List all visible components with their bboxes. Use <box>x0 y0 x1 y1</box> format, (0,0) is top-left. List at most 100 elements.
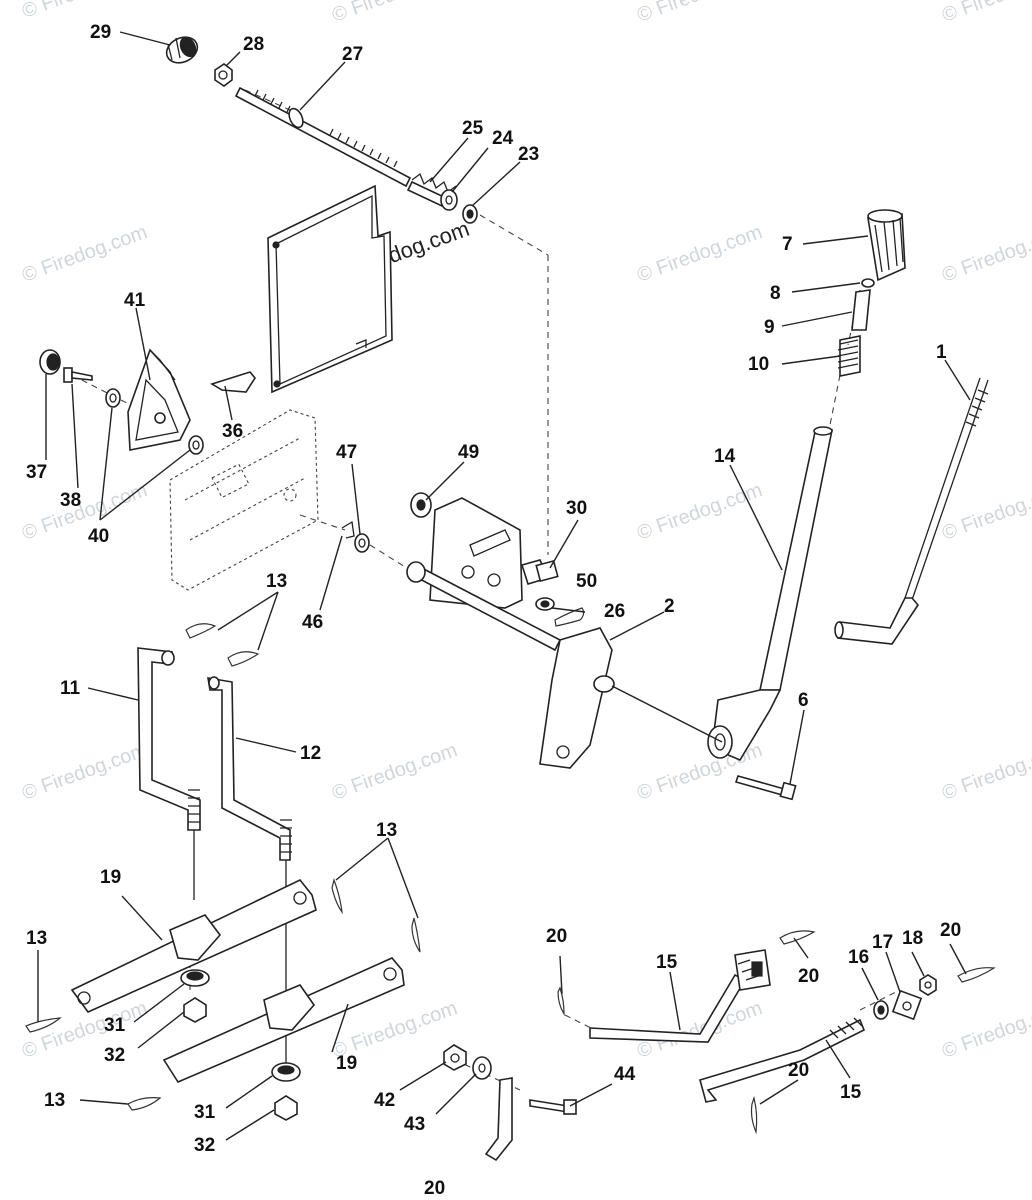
watermark: © Firedog.com <box>19 739 150 805</box>
part-11-rod <box>137 647 201 900</box>
part-13-hairpins <box>25 623 421 1111</box>
part-10-spring <box>837 335 861 377</box>
part-44-bolt <box>529 1099 577 1115</box>
part-38-bolt <box>63 367 93 383</box>
callout-25: 25 <box>462 118 484 139</box>
callout-labels: 29 28 27 25 24 23 7 8 9 10 1 14 41 37 38… <box>26 22 961 1199</box>
callout-13-left: 13 <box>26 928 47 949</box>
watermark: © Firedog.com <box>939 739 1032 805</box>
part-15-rod-left <box>589 949 771 1043</box>
part-16-washer <box>873 1000 889 1020</box>
part-8-cap <box>861 278 875 288</box>
callout-10: 10 <box>748 354 769 375</box>
callout-27: 27 <box>342 44 363 65</box>
callout-23: 23 <box>518 144 539 165</box>
callout-20-e: 20 <box>424 1178 445 1199</box>
callout-2: 2 <box>664 596 675 617</box>
callout-19-lower: 19 <box>336 1053 357 1074</box>
part-14-lever <box>707 426 834 762</box>
callout-11: 11 <box>60 678 81 699</box>
callout-47: 47 <box>336 442 357 463</box>
frame-plate <box>169 409 319 591</box>
part-26-pin <box>554 607 585 627</box>
part-24-washer <box>440 189 458 211</box>
part-19-arm-lower <box>162 957 405 1084</box>
callout-38: 38 <box>60 490 81 511</box>
part-42-nut <box>443 1044 467 1071</box>
callout-7: 7 <box>782 234 793 255</box>
watermark: © Firedog.com <box>634 0 765 27</box>
callout-1: 1 <box>936 342 947 363</box>
callout-32-upper: 32 <box>104 1045 125 1066</box>
part-9-pin <box>851 289 871 331</box>
part-49-washer <box>410 492 432 518</box>
part-30-bolt <box>520 559 559 585</box>
part-47-46-rings <box>341 520 370 553</box>
callout-13-top: 13 <box>266 571 287 592</box>
callout-30: 30 <box>566 498 587 519</box>
callout-31-upper: 31 <box>104 1015 126 1036</box>
callout-46: 46 <box>302 612 323 633</box>
part-36-clip <box>210 371 256 393</box>
callout-16: 16 <box>848 947 869 968</box>
watermark: © Firedog.com <box>634 479 765 545</box>
watermark: © Firedog.com <box>19 0 150 23</box>
cover-plate <box>267 184 393 394</box>
callout-18: 18 <box>902 928 923 949</box>
callout-36: 36 <box>222 421 243 442</box>
callout-15-right: 15 <box>840 1082 862 1103</box>
callout-44: 44 <box>614 1064 636 1085</box>
callout-31-lower: 31 <box>194 1102 216 1123</box>
callout-6: 6 <box>798 690 809 711</box>
part-19-arm-upper <box>70 879 317 1013</box>
callout-9: 9 <box>764 317 775 338</box>
callout-20-d: 20 <box>788 1060 809 1081</box>
callout-8: 8 <box>770 283 781 304</box>
watermark: © Firedog.com <box>939 221 1032 287</box>
callout-24: 24 <box>492 128 514 149</box>
callout-29: 29 <box>90 22 111 43</box>
part-31-32-lower <box>271 1062 301 1121</box>
callout-12: 12 <box>300 743 321 764</box>
part-1-rod <box>834 377 989 645</box>
callout-13-mid: 13 <box>376 820 397 841</box>
part-6-bolt <box>734 775 797 801</box>
part-17-block <box>891 989 923 1021</box>
part-23-washer <box>462 204 478 224</box>
part-18-nut <box>919 974 937 996</box>
part-15-rod-right <box>699 1017 866 1103</box>
part-50-nut <box>535 597 555 611</box>
watermark: © Firedog.com <box>939 0 1032 27</box>
part-43-washer <box>472 1056 492 1080</box>
callout-28: 28 <box>243 34 264 55</box>
callout-37: 37 <box>26 462 47 483</box>
part-41-bracket <box>127 348 191 451</box>
watermark: © Firedog.com <box>634 997 765 1063</box>
part-7-grip <box>867 209 906 282</box>
callout-41: 41 <box>124 290 146 311</box>
watermark: © Firedog.com <box>329 0 460 27</box>
part-31-32-upper <box>180 969 210 1023</box>
callout-13-bottom: 13 <box>44 1090 65 1111</box>
callout-15-left: 15 <box>656 952 678 973</box>
callout-20-b: 20 <box>798 966 819 987</box>
watermark: © Firedog.com <box>19 221 150 287</box>
part-bracket-lower <box>484 1077 513 1162</box>
callout-17: 17 <box>872 932 893 953</box>
part-28-nut <box>214 63 233 87</box>
callout-20-c: 20 <box>940 920 961 941</box>
watermark: © Firedog.com <box>19 479 150 545</box>
callout-26: 26 <box>604 601 625 622</box>
watermark: © Firedog.com <box>939 479 1032 545</box>
watermark: © Firedog.com <box>329 739 460 805</box>
callout-49: 49 <box>458 442 479 463</box>
part-20-hairpins <box>557 930 996 1135</box>
watermark: © Firedog.com <box>939 997 1032 1063</box>
callout-19-upper: 19 <box>100 867 121 888</box>
callout-42: 42 <box>374 1090 395 1111</box>
part-37-cap <box>39 349 61 375</box>
callout-20-a: 20 <box>546 926 567 947</box>
callout-50: 50 <box>576 571 597 592</box>
watermark: © Firedog.com <box>634 221 765 287</box>
